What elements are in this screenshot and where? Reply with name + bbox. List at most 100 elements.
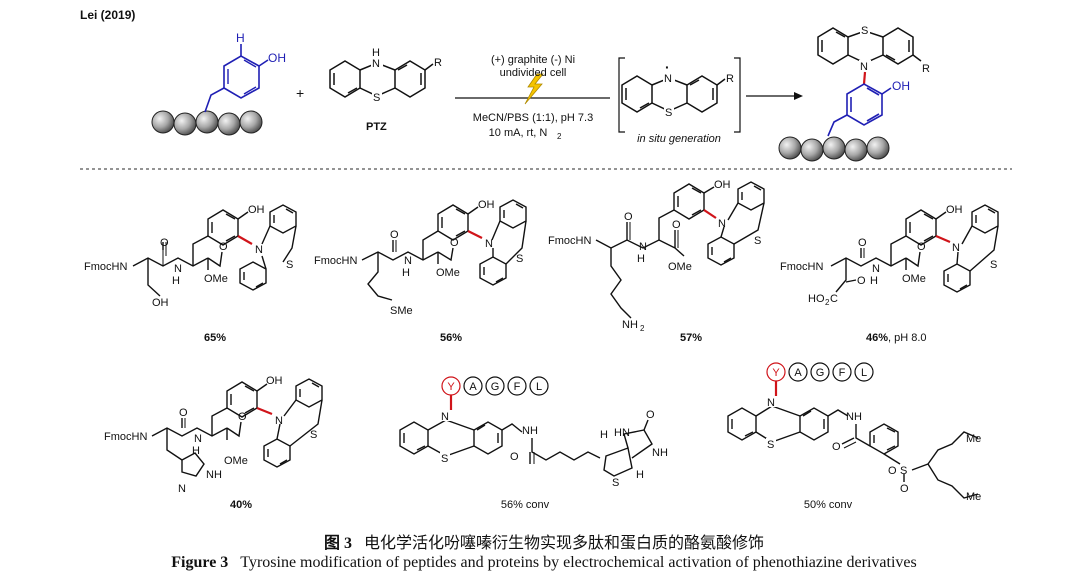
product-oh-label: OH <box>892 79 910 93</box>
radical-n-label: N <box>664 73 672 85</box>
label-fmochn: FmocHN <box>104 431 147 443</box>
label-h: H <box>870 275 878 287</box>
label-s: S <box>516 253 523 265</box>
reaction-scheme-figure: Lei (2019) H OH + N H <box>80 8 1012 511</box>
label-oh: OH <box>946 204 963 216</box>
label-oh: OH <box>266 375 283 387</box>
label-nh: NH <box>522 425 538 437</box>
condition-line-4: 10 mA, rt, N <box>489 127 548 139</box>
bracket-right <box>734 57 741 133</box>
protein-spheres <box>151 110 263 136</box>
product-serine: FmocHN O H N O OMe OH OH N S 65% <box>84 204 297 344</box>
ptz-h-label: H <box>372 47 380 59</box>
label-n: N <box>404 255 412 267</box>
yield-4: 46%, pH 8.0 <box>866 332 927 344</box>
label-nh2: NH <box>622 319 638 331</box>
residue-f: F <box>514 381 521 393</box>
tyrosine-h-label: H <box>236 31 245 45</box>
label-n: N <box>767 397 775 409</box>
lightning-icon <box>524 73 544 105</box>
label-fmochn: FmocHN <box>780 261 823 273</box>
plus-sign: + <box>296 85 304 101</box>
reference-label: Lei (2019) <box>80 8 135 22</box>
label-ome: OMe <box>436 267 460 279</box>
ptz-name-label: PTZ <box>366 121 387 133</box>
label-n: N <box>441 411 449 423</box>
product-methionine: FmocHN O H N O OMe SMe OH N S 56% <box>314 199 527 344</box>
caption-en-label: Figure 3 <box>171 554 229 571</box>
radical-r-label: R <box>726 73 734 85</box>
product-aspartate: FmocHN O O H N O OMe HO 2 C OH N S 46%, … <box>780 204 999 344</box>
residue-l: L <box>536 381 542 393</box>
radical-ptz <box>621 75 726 113</box>
label-nh2-sub: 2 <box>640 324 645 333</box>
label-n: N <box>952 242 960 254</box>
caption-chinese: 图 3 电化学活化吩噻嗪衍生物实现多肽和蛋白质的酪氨酸修饰 <box>0 529 1088 553</box>
label-o: O <box>624 211 633 223</box>
label-h: H <box>637 253 645 265</box>
condition-line-1: (+) graphite (-) Ni <box>491 54 575 66</box>
label-s: S <box>990 259 997 271</box>
label-s: S <box>900 465 907 477</box>
label-o: O <box>510 451 519 463</box>
residue-y: Y <box>772 367 780 379</box>
yield-7: 50% conv <box>804 499 853 511</box>
label-o: O <box>917 241 926 253</box>
condition-line-2: undivided cell <box>500 67 567 79</box>
label-oh: OH <box>248 204 265 216</box>
label-o: O <box>857 275 866 287</box>
label-h: H <box>402 267 410 279</box>
bracket-left <box>618 57 625 133</box>
residue-a: A <box>469 381 477 393</box>
label-n: N <box>275 415 283 427</box>
product-n-label: N <box>860 61 868 73</box>
label-o: O <box>238 411 247 423</box>
label-ome: OMe <box>668 261 692 273</box>
label-h: H <box>172 275 180 287</box>
label-fmochn: FmocHN <box>84 261 127 273</box>
label-o: O <box>219 241 228 253</box>
label-ho2c: HO <box>808 293 825 305</box>
label-hn: HN <box>614 427 630 439</box>
residue-y: Y <box>447 381 455 393</box>
caption-cn-label: 图 3 <box>323 535 352 552</box>
peptide-residues-2 <box>766 362 874 382</box>
label-nh: NH <box>206 469 222 481</box>
residue-l: L <box>861 367 867 379</box>
label-h: H <box>636 469 644 481</box>
yield-6: 56% conv <box>501 499 550 511</box>
caption-cn-text: 电化学活化吩噻嗪衍生物实现多肽和蛋白质的酪氨酸修饰 <box>364 535 765 552</box>
label-n: N <box>255 244 263 256</box>
label-h: H <box>600 429 608 441</box>
label-o: O <box>832 441 841 453</box>
label-ome: OMe <box>204 273 228 285</box>
label-o: O <box>390 229 399 241</box>
label-ho2c-c: C <box>830 293 838 305</box>
product-protein-spheres <box>778 136 890 162</box>
label-n: N <box>872 263 880 275</box>
product-histidine: FmocHN O H N O OMe NH N OH N S 40% <box>104 375 323 511</box>
product-s-label: S <box>861 25 868 37</box>
yield-1: 65% <box>204 332 226 344</box>
label-n: N <box>178 483 186 495</box>
label-oh: OH <box>478 199 495 211</box>
product-top: S N R OH <box>778 24 930 162</box>
label-ome: OMe <box>224 455 248 467</box>
residue-a: A <box>794 367 802 379</box>
label-o: O <box>858 237 867 249</box>
product-r-label: R <box>922 63 930 75</box>
label-ho2c-sub: 2 <box>825 298 830 307</box>
label-o: O <box>672 219 681 231</box>
yield-3: 57% <box>680 332 702 344</box>
caption-en-text: Tyrosine modification of peptides and pr… <box>240 554 917 571</box>
label-nh: NH <box>846 411 862 423</box>
product-sulfone-peptide: Y A G F L N <box>727 362 981 511</box>
tyrosine-oh-label: OH <box>268 51 286 65</box>
label-n: N <box>174 263 182 275</box>
label-o: O <box>450 237 459 249</box>
ptz-n-label: N <box>372 58 380 70</box>
residue-g: G <box>491 381 500 393</box>
label-me: Me <box>966 491 981 503</box>
condition-line-3: MeCN/PBS (1:1), pH 7.3 <box>473 112 593 124</box>
peptide-residues <box>441 376 549 396</box>
